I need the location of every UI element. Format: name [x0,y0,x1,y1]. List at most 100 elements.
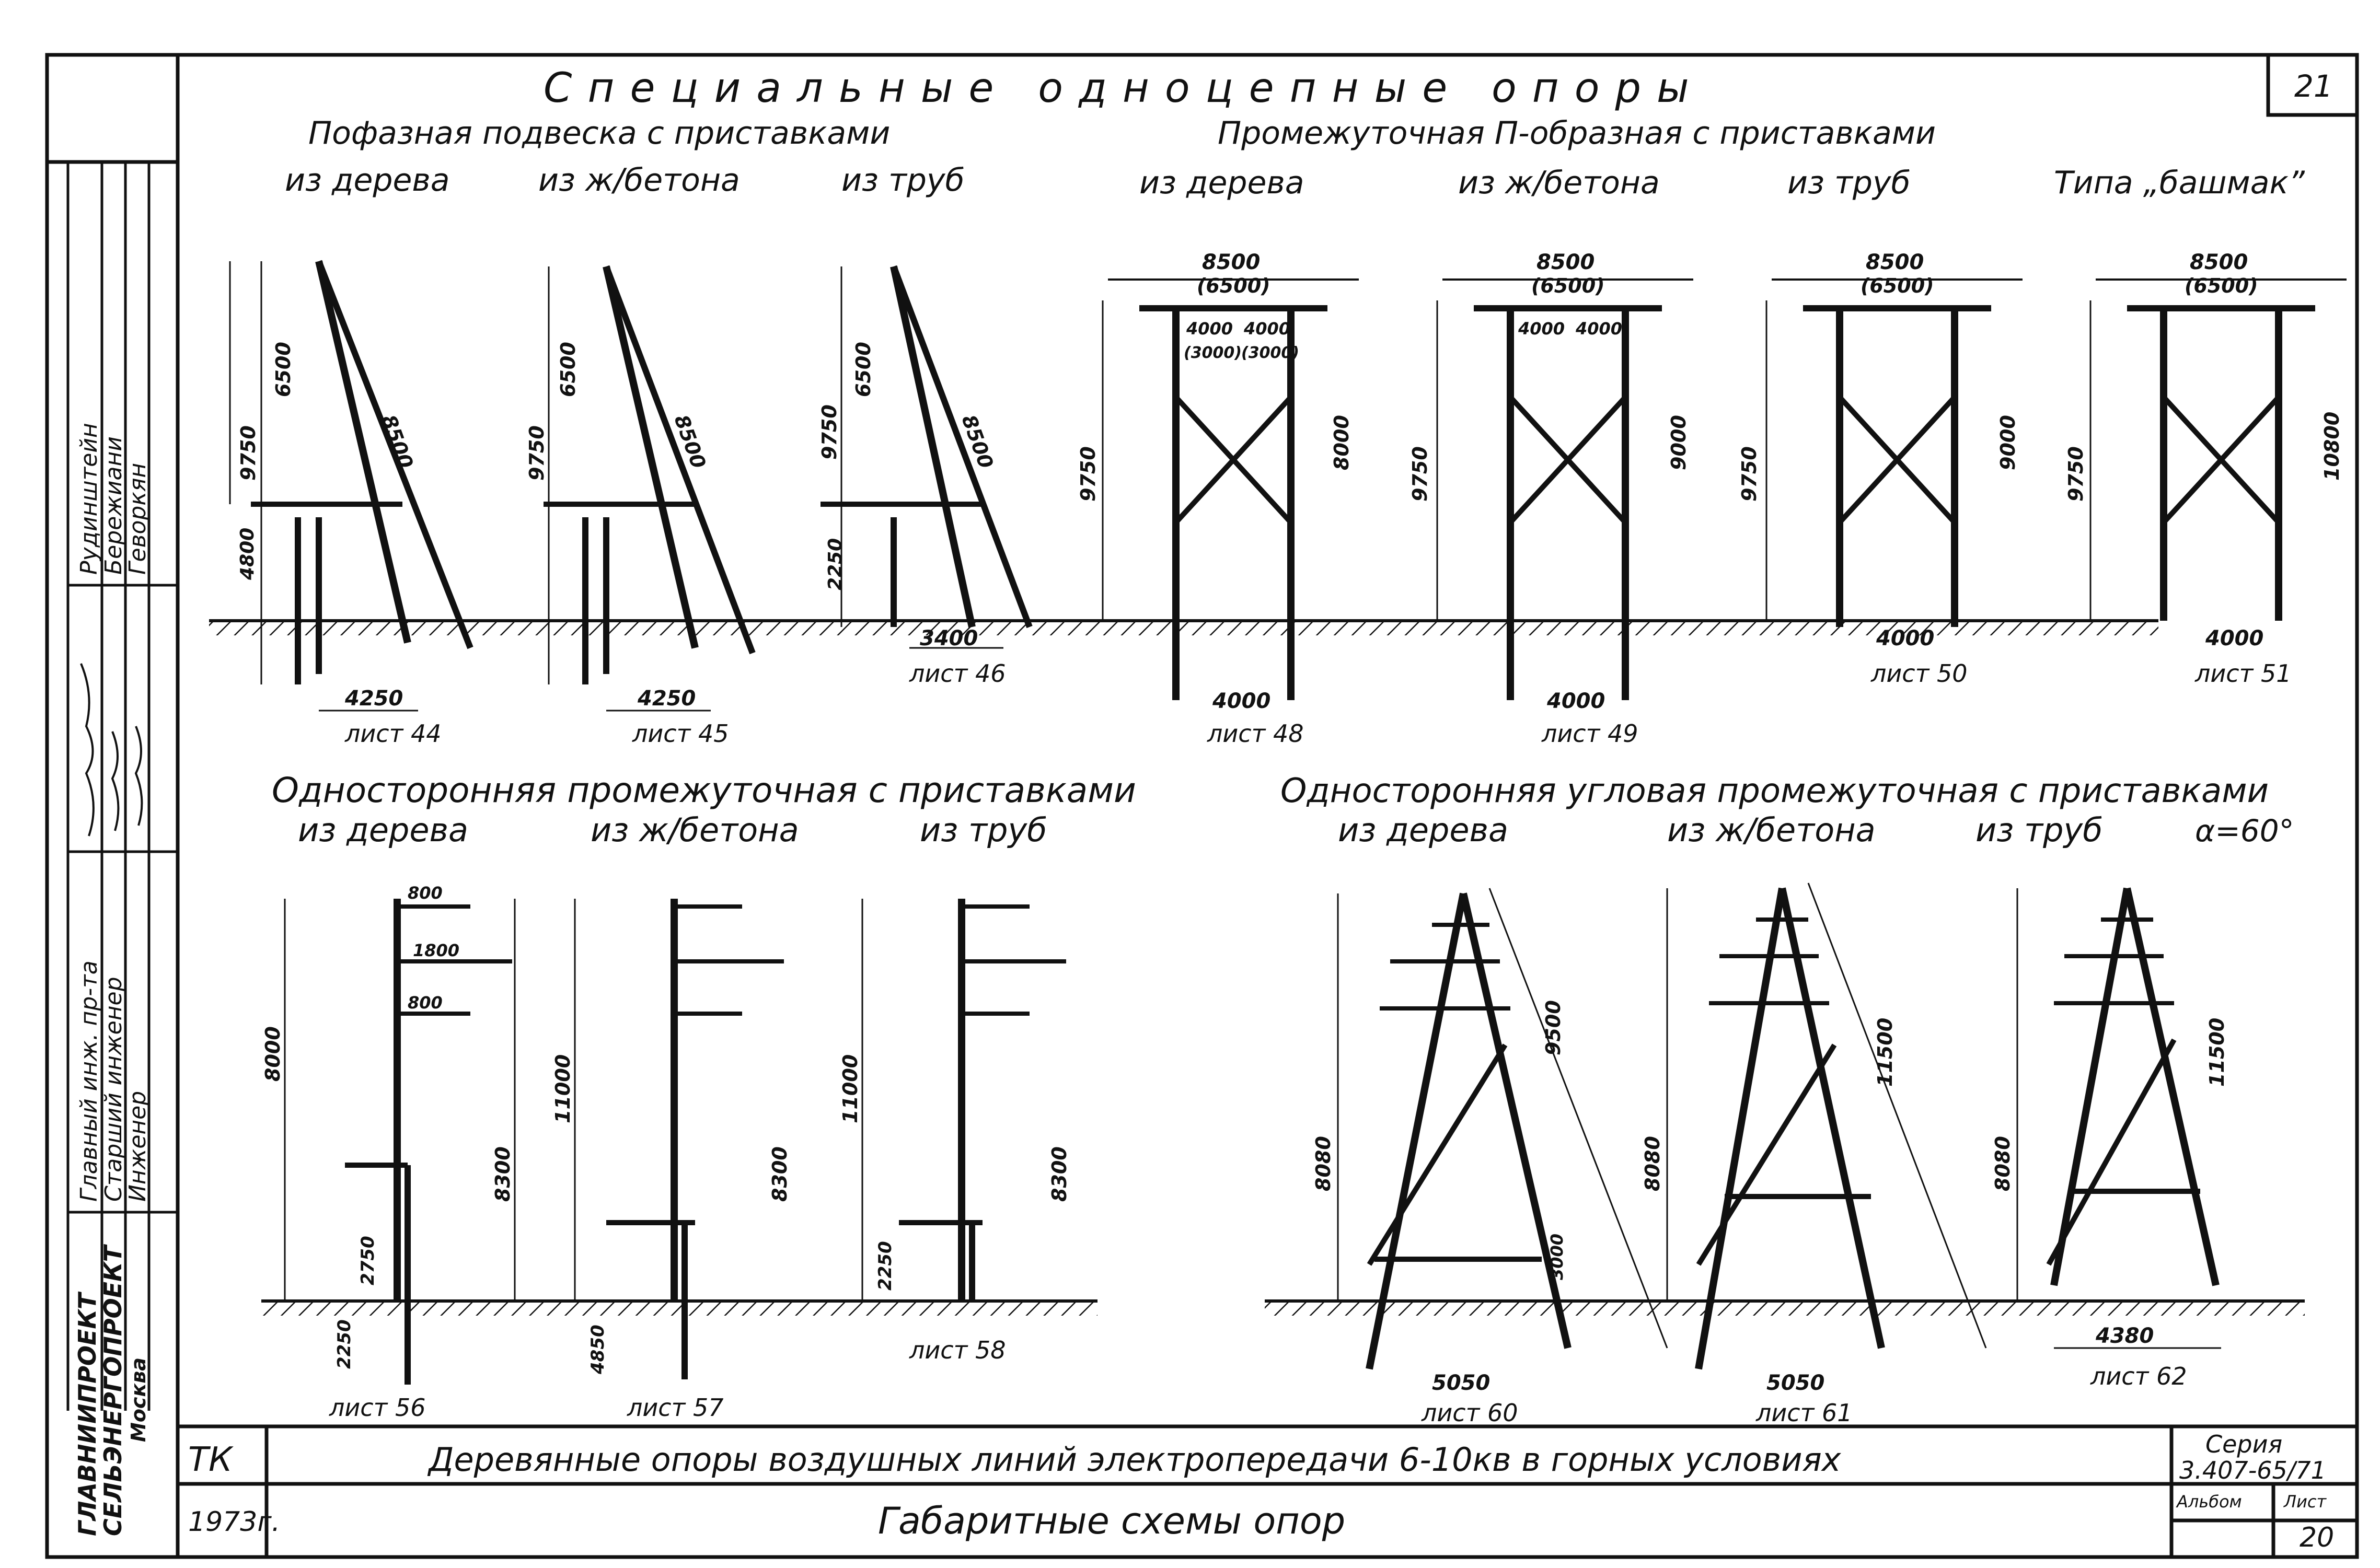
pole-diagram-48 [1102,278,1359,700]
dim-45-9750: 9750 [525,425,548,481]
group1-sub-1: из дерева [285,162,450,199]
bottom-title-1: Деревянные опоры воздушных линий электро… [427,1441,1842,1479]
dim-58-11000: 11000 [839,1054,862,1123]
dim-56-2250: 2250 [334,1319,355,1369]
dim-62-8080: 8080 [1991,1136,2014,1191]
group2-sub-1: из дерева [1139,165,1304,201]
dim-46-3400: 3400 [920,626,978,651]
sheet-frame [45,53,2359,1559]
bottom-title-2: Габаритные схемы опор [878,1500,1345,1542]
group1-title: Пофазная подвеска с приставками [308,115,890,152]
dim-44-8500: 8500 [377,412,418,471]
ground-lines [209,619,2305,1316]
dim-56-800: 800 [408,883,443,903]
album-label: Альбом [2176,1492,2242,1512]
dim-46-2250: 2250 [825,538,846,590]
sheet-51: лист 51 [2194,659,2292,688]
sheet-number: 21 [2294,68,2333,104]
dim-50-4000: 4000 [1876,626,1934,651]
sheet-49: лист 49 [1541,719,1638,748]
pole-diagram-58 [861,899,1066,1301]
dim-45-4250: 4250 [637,687,696,711]
dim-58-2250: 2250 [875,1241,896,1291]
dim-56-8000: 8000 [261,1026,284,1082]
dim-49-4000b: 4000 [1575,319,1622,339]
stamp-name-1: Рудинштейн [76,423,102,575]
sheet-61: лист 61 [1755,1399,1853,1427]
dim-50-8500: 8500 [1866,250,1924,274]
group4-angle: α=60° [2195,813,2294,849]
dim-48-8000: 8000 [1330,415,1353,470]
list-label: Лист [2283,1492,2327,1512]
dim-49-8500: 8500 [1536,250,1595,274]
pole-diagram-49 [1436,278,1693,700]
dim-60-8080: 8080 [1312,1136,1335,1191]
year: 1973г. [188,1506,280,1538]
dim-57-9300: 8300 [768,1146,791,1202]
left-stamp: ГЛАВНИИПРОЕКТ СЕЛЬЭНЕРГОПРОЕКТ Москва Гл… [66,162,178,1536]
group4-sub-3: из труб [1975,811,2102,849]
dim-57-4850: 4850 [587,1325,608,1375]
dim-56-2750: 2750 [357,1236,378,1285]
dim-56-1800: 1800 [413,940,459,960]
stamp-org2: СЕЛЬЭНЕРГОПРОЕКТ [99,1244,127,1536]
dim-61-5050: 5050 [1766,1371,1824,1395]
dim-50-9750: 9750 [1738,446,1761,502]
sheet-46: лист 46 [909,659,1006,688]
dim-48-4000: 4000 [1212,689,1270,713]
sheet-56: лист 56 [329,1393,426,1422]
sheet-48: лист 48 [1207,719,1304,748]
dim-60-3000: 3000 [1547,1234,1567,1280]
pole-diagram-62 [2016,887,2221,1349]
group3-sub-2: из ж/бетона [591,811,799,849]
dim-51-4000: 4000 [2205,626,2263,651]
sheet-44: лист 44 [344,719,442,748]
dim-48-9750: 9750 [1077,446,1100,502]
dim-46-6500: 6500 [852,342,875,397]
dim-51-8500: 8500 [2190,250,2248,274]
dim-44-6500: 6500 [272,342,295,397]
group2-sub-2: из ж/бетона [1458,165,1660,201]
pole-diagram-44 [229,260,473,712]
dim-49-6500p: (6500) [1531,274,1605,297]
stamp-city: Москва [127,1357,150,1442]
group2-title: Промежуточная П-образная с приставками [1218,115,1936,152]
group2-sub-4: Типа „башмак” [2054,165,2305,201]
dim-61-11500: 11500 [1874,1018,1897,1087]
pole-diagram-61 [1666,882,1987,1370]
group4-sub-1: из дерева [1338,811,1508,849]
dim-44-4800: 4800 [237,528,258,580]
dim-48-6500p: (6500) [1197,274,1270,297]
dim-62-4380: 4380 [2095,1324,2154,1348]
dim-49-4000a: 4000 [1518,319,1565,339]
group1-sub-2: из ж/бетона [538,162,740,199]
pole-diagram-51 [2089,278,2347,621]
stamp-name-2: Бережиани [100,436,127,575]
dim-44-4200: 4250 [344,687,403,711]
code-tk: ТК [188,1441,234,1479]
group3-title: Односторонняя промежуточная с приставкам… [272,770,1136,810]
dim-48-3000b: (3000) [1241,344,1299,362]
dim-51-9750: 9750 [2064,446,2087,502]
dim-60-9500: 9500 [1542,1000,1565,1055]
list-value: 20 [2300,1522,2334,1553]
dim-49-4000: 4000 [1546,689,1605,713]
dim-50-6500p: (6500) [1861,274,1934,297]
sheet-60: лист 60 [1421,1399,1518,1427]
dim-58-8300: 8300 [1048,1146,1071,1202]
sheet-45: лист 45 [632,719,729,748]
pole-diagram-45 [544,265,756,712]
pole-diagram-60 [1337,888,1668,1370]
sheet-50: лист 50 [1870,659,1968,688]
dim-46-9750: 9750 [818,404,841,460]
dim-48-3000a: (3000) [1184,344,1242,362]
group2-sub-3: из труб [1787,165,1911,201]
signatures [80,663,143,837]
stamp-role-1: Главный инж. пр-та [76,960,102,1202]
pole-diagram-46 [821,265,1033,649]
group4-sub-2: из ж/бетона [1667,811,1876,849]
dim-62-11500: 11500 [2205,1018,2228,1087]
group1-sub-3: из труб [841,162,965,199]
pole-diagram-57 [574,899,784,1379]
dim-48-4000b: 4000 [1243,319,1290,339]
